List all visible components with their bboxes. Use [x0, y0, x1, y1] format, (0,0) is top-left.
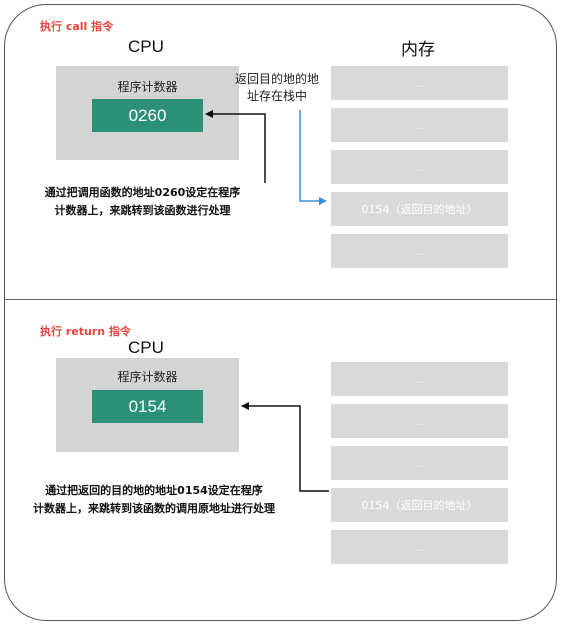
return-memory-cell: ..: [331, 362, 508, 396]
stack-note-line2: 址存在栈中: [246, 89, 307, 103]
return-section-title: 执行 return 指令: [40, 325, 131, 338]
call-section-title: 执行 call 指令: [40, 20, 114, 33]
return-memory-cell: ..: [331, 446, 508, 480]
diagram-frame: [4, 4, 557, 621]
call-memory-cell: ..: [331, 234, 508, 268]
call-caption-line1: 通过把调用函数的地址0260设定在程序: [44, 186, 241, 199]
call-memory-cell: ..: [331, 150, 508, 184]
return-cpu-heading: CPU: [128, 338, 164, 357]
call-caption: 通过把调用函数的地址0260设定在程序 计数器上，来跳转到该函数进行处理: [20, 184, 265, 220]
call-memory-cell: ..: [331, 108, 508, 142]
return-memory-cell-return-address: 0154（返回目的地址）: [331, 488, 508, 522]
return-caption-line1: 通过把返回的目的地的地址0154设定在程序: [45, 484, 263, 497]
call-jump-arrow: [205, 110, 266, 183]
return-memory-cell: ..: [331, 404, 508, 438]
push-return-address-arrow: [299, 110, 327, 205]
return-jump-arrow: [241, 402, 329, 492]
call-memory-cell-return-address: 0154（返回目的地址）: [331, 192, 508, 226]
call-pc-label: 程序计数器: [117, 80, 178, 94]
call-memory-heading: 内存: [401, 40, 435, 59]
return-pc-value: 0154: [92, 390, 203, 423]
return-pc-label: 程序计数器: [117, 370, 178, 384]
stack-note-line1: 返回目的地的地: [234, 72, 319, 86]
call-caption-line2: 计数器上，来跳转到该函数进行处理: [54, 204, 231, 217]
stack-note: 返回目的地的地 址存在栈中: [222, 71, 332, 105]
return-caption-line2: 计数器上，来跳转到该函数的调用原地址进行处理: [33, 502, 275, 515]
call-pc-value: 0260: [92, 99, 203, 132]
call-memory-cell: ..: [331, 66, 508, 100]
section-divider: [5, 299, 556, 300]
return-caption: 通过把返回的目的地的地址0154设定在程序 计数器上，来跳转到该函数的调用原地址…: [14, 482, 294, 518]
call-cpu-heading: CPU: [128, 37, 164, 56]
return-memory-cell: ..: [331, 530, 508, 564]
